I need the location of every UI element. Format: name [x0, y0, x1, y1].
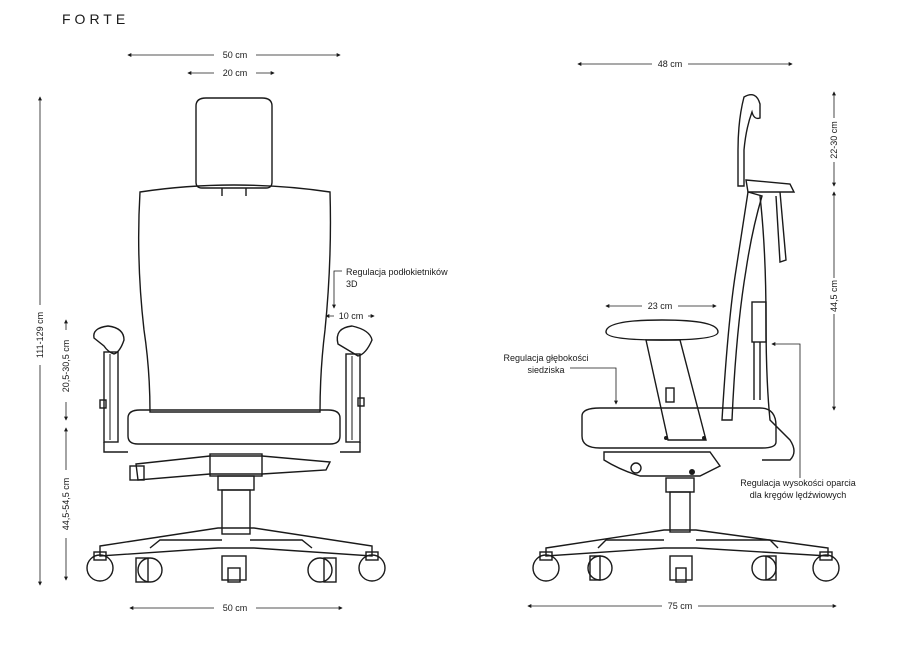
seat-depth-label-2: siedziska — [527, 365, 564, 375]
armrest-adjust-label-1: Regulacja podłokietników — [346, 267, 448, 277]
front-base-width-label: 50 cm — [223, 603, 248, 613]
lumbar-label-2: dla kręgów lędźwiowych — [750, 490, 847, 500]
armrest-pad-label: 10 cm — [339, 311, 364, 321]
side-depth-label: 48 cm — [658, 59, 683, 69]
front-gas-lift — [217, 475, 255, 491]
side-base — [545, 529, 829, 557]
side-seat — [581, 407, 777, 449]
side-backrest-height-label: 44,5 cm — [829, 280, 839, 312]
front-view-chair — [86, 97, 386, 583]
front-mechanism — [135, 455, 332, 481]
side-armrest-pad — [605, 319, 719, 341]
side-view-chair — [532, 94, 840, 583]
side-dimensions — [527, 62, 837, 608]
side-labels: 48 cm 22-30 cm 44,5 cm 23 cm Regulacja g… — [503, 58, 856, 612]
front-armrest-height-label: 20,5-30,5 cm — [61, 340, 71, 393]
front-labels: 50 cm 20 cm 111-129 cm 20,5-30,5 cm 44,5… — [34, 49, 448, 614]
front-right-armrest — [336, 325, 373, 453]
front-base — [99, 527, 373, 557]
front-backrest — [137, 184, 332, 413]
front-casters — [86, 551, 386, 583]
front-headrest — [195, 97, 273, 189]
front-total-height-label: 111-129 cm — [35, 312, 45, 358]
front-width-label: 50 cm — [223, 50, 248, 60]
side-headrest — [737, 94, 761, 187]
side-mechanism — [603, 451, 722, 477]
armrest-adjust-label-2: 3D — [346, 279, 358, 289]
side-armrest-depth-label: 23 cm — [648, 301, 673, 311]
front-dimensions — [38, 53, 375, 610]
side-gas-lift — [665, 477, 695, 493]
seat-depth-label-1: Regulacja głębokości — [503, 353, 588, 363]
side-casters — [532, 551, 840, 583]
side-base-depth-label: 75 cm — [668, 601, 693, 611]
front-headrest-width-label: 20 cm — [223, 68, 248, 78]
brand-logo: FORTE — [62, 11, 130, 27]
lumbar-label-1: Regulacja wysokości oparcia — [740, 478, 856, 488]
front-seat — [127, 409, 341, 445]
front-left-armrest — [93, 325, 128, 453]
front-seat-height-label: 44,5-54,5 cm — [61, 478, 71, 531]
side-headrest-range-label: 22-30 cm — [829, 121, 839, 159]
side-backrest — [721, 191, 763, 421]
